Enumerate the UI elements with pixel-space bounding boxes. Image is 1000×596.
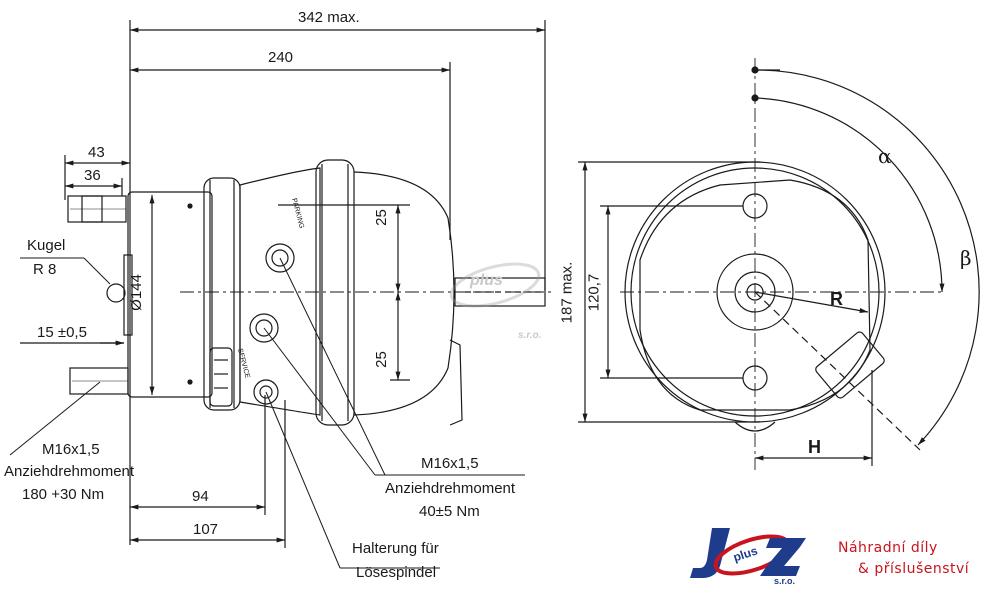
dim-144-label: Ø144 bbox=[127, 274, 145, 311]
label-m16-right-line1: M16x1,5 bbox=[421, 455, 479, 472]
dim-240-line bbox=[130, 62, 451, 240]
brand-logo-graphic bbox=[690, 528, 806, 578]
watermark-sro: s.r.o. bbox=[518, 330, 542, 341]
dim-25-lines bbox=[278, 204, 410, 381]
dim-43-line bbox=[64, 155, 130, 200]
dim-342-line bbox=[129, 20, 546, 545]
brand-tagline-line2: & příslušenství bbox=[858, 561, 970, 577]
leader-lines bbox=[9, 257, 525, 569]
label-m16-left-line3: 180 +30 Nm bbox=[22, 486, 105, 503]
label-beta: β bbox=[960, 246, 972, 270]
dim-342-label: 342 max. bbox=[298, 9, 360, 26]
label-halterung-line1: Halterung für bbox=[352, 540, 439, 557]
brand-tagline-line1: Náhradní díly bbox=[838, 540, 938, 556]
label-m16-left-line1: M16x1,5 bbox=[42, 441, 100, 458]
dim-107-label: 107 bbox=[193, 521, 219, 538]
dim-43-label: 43 bbox=[88, 144, 105, 161]
label-m16-right-line2: Anziehdrehmoment bbox=[385, 480, 516, 497]
dim-25-bottom-label: 25 bbox=[372, 351, 390, 368]
watermark-plus: plus bbox=[470, 272, 503, 289]
dim-120-label: 120,7 bbox=[585, 273, 603, 312]
dim-25-top-label: 25 bbox=[372, 209, 390, 226]
label-R: R bbox=[830, 289, 843, 309]
dim-240-label: 240 bbox=[268, 49, 294, 66]
label-m16-right-line3: 40±5 Nm bbox=[419, 503, 480, 520]
logo-sro-text: s.r.o. bbox=[774, 576, 796, 586]
dim-36-label: 36 bbox=[84, 167, 101, 184]
label-kugel-line1: Kugel bbox=[27, 237, 66, 254]
watermark-logo bbox=[449, 262, 541, 308]
label-halterung-line2: Lösespindel bbox=[356, 564, 437, 581]
label-alpha: α bbox=[878, 144, 892, 168]
dim-15-label: 15 ±0,5 bbox=[37, 324, 87, 341]
brake-chamber-side-view bbox=[67, 159, 546, 426]
label-m16-left-line2: Anziehdrehmoment bbox=[4, 463, 135, 480]
dim-107-line bbox=[130, 400, 286, 548]
dim-187-label: 187 max. bbox=[558, 261, 576, 324]
brake-chamber-front-view bbox=[578, 58, 980, 470]
label-H: H bbox=[808, 437, 821, 457]
label-kugel-line2: R 8 bbox=[33, 261, 57, 278]
dim-94-label: 94 bbox=[192, 488, 209, 505]
dim-94-line bbox=[130, 395, 266, 515]
